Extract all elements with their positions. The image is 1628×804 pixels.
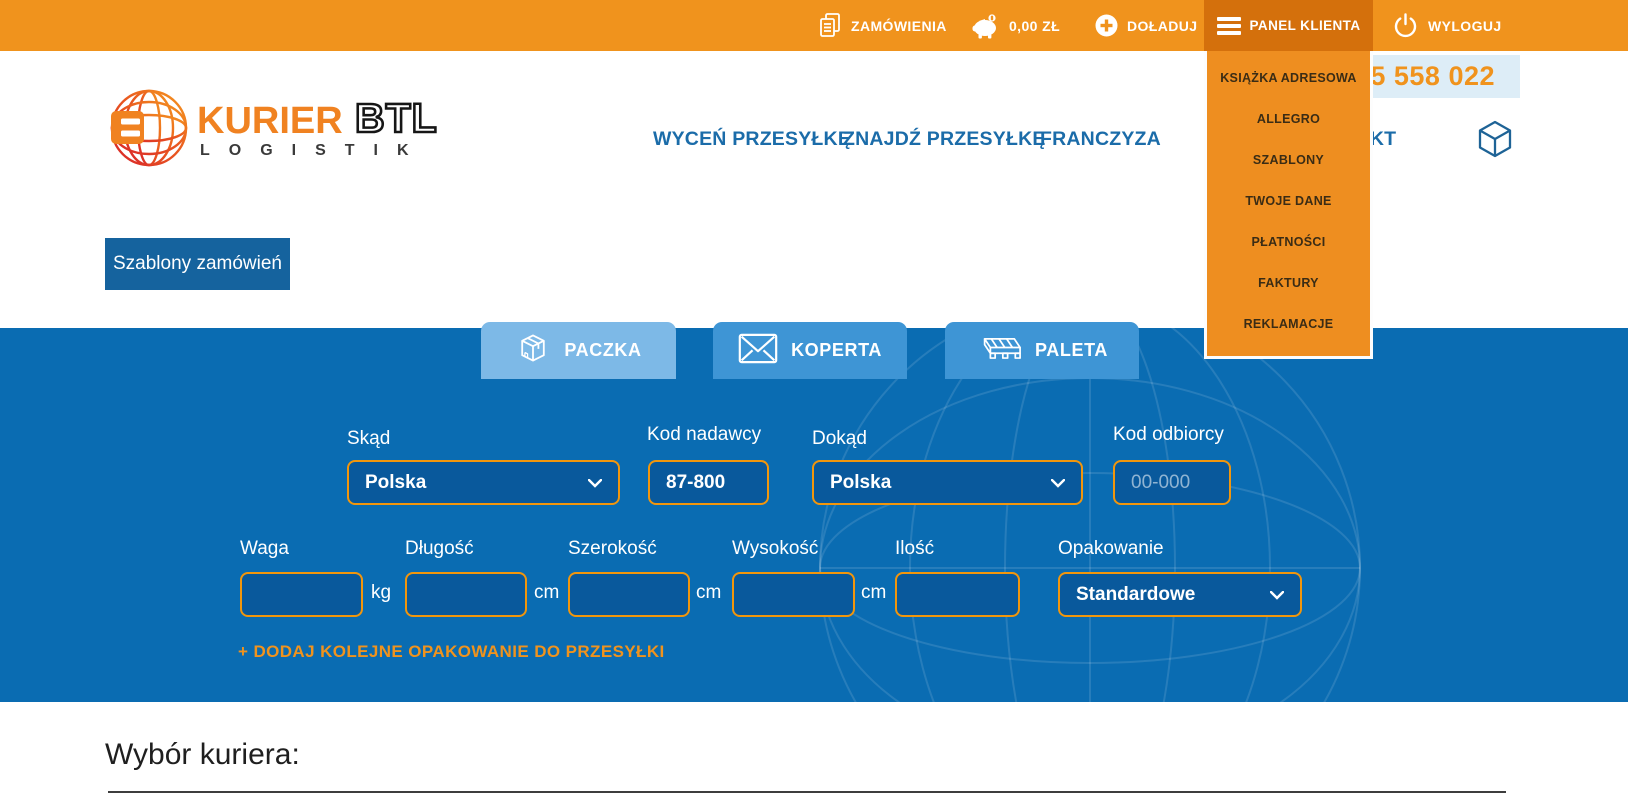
package-icon xyxy=(515,330,551,371)
envelope-icon xyxy=(738,333,778,369)
length-input[interactable] xyxy=(405,572,527,617)
globe-logo-icon xyxy=(109,86,189,175)
tab-koperta[interactable]: KOPERTA xyxy=(713,322,907,379)
menu-item-reklamacje[interactable]: REKLAMACJE xyxy=(1243,316,1334,331)
packaging-select-value: Standardowe xyxy=(1076,583,1196,605)
tab-paczka-label: PACZKA xyxy=(564,340,642,360)
menu-item-ksiazka-adresowa[interactable]: KSIĄŻKA ADRESOWA xyxy=(1220,70,1357,85)
quantity-label: Ilość xyxy=(895,538,935,559)
logo-btl-text: BTL xyxy=(353,94,453,147)
topbar-balance-value: 0,00 ZŁ xyxy=(1009,17,1061,34)
logo-logistik-text: LOGISTIK xyxy=(200,142,428,159)
chevron-down-icon xyxy=(1269,584,1285,606)
nav-franczyza[interactable]: FRANCZYZA xyxy=(1040,128,1161,150)
menu-item-szablony[interactable]: SZABLONY xyxy=(1252,152,1325,167)
header: 5 558 022 xyxy=(0,51,1628,328)
receiver-zip-label: Kod odbiorcy xyxy=(1113,424,1224,445)
plus-circle-icon xyxy=(1095,14,1118,37)
tab-koperta-label: KOPERTA xyxy=(791,340,882,360)
topbar-panel-label: PANEL KLIENTA xyxy=(1249,18,1361,33)
power-icon xyxy=(1392,12,1419,39)
height-label: Wysokość xyxy=(732,538,819,559)
globe-watermark xyxy=(790,328,1390,702)
svg-text:BTL: BTL xyxy=(355,95,438,141)
from-label: Skąd xyxy=(347,428,391,449)
from-select[interactable]: Polska xyxy=(347,460,620,505)
topbar-balance[interactable]: 0,00 ZŁ xyxy=(972,0,1060,51)
width-unit: cm xyxy=(696,582,722,603)
hamburger-icon xyxy=(1216,16,1241,35)
phone-number: 5 558 022 xyxy=(1370,61,1495,91)
chevron-down-icon xyxy=(1050,472,1066,494)
topbar-topup-label: DOŁADUJ xyxy=(1127,17,1198,34)
width-label: Szerokość xyxy=(568,538,657,559)
sender-zip-label: Kod nadawcy xyxy=(647,424,762,445)
nav-znajdz-przesylke[interactable]: ZNAJDŹ PRZESYŁKĘ xyxy=(843,128,1046,150)
receiver-zip-input[interactable] xyxy=(1113,460,1231,505)
quantity-input[interactable] xyxy=(895,572,1020,617)
menu-item-twoje-dane[interactable]: TWOJE DANE xyxy=(1245,193,1332,208)
height-input[interactable] xyxy=(732,572,855,617)
shipment-calculator: PACZKA KOPERTA xyxy=(0,322,1628,702)
piggy-bank-icon xyxy=(972,13,1000,39)
topbar-logout-label: WYLOGUJ xyxy=(1428,17,1502,34)
length-label: Długość xyxy=(405,538,474,559)
tab-paleta-label: PALETA xyxy=(1035,340,1108,360)
weight-label: Waga xyxy=(240,538,289,559)
divider xyxy=(108,791,1506,793)
nav-wycen-przesylke[interactable]: WYCEŃ PRZESYŁKĘ xyxy=(653,128,852,150)
packaging-select[interactable]: Standardowe xyxy=(1058,572,1302,617)
menu-item-platnosci[interactable]: PŁATNOŚCI xyxy=(1251,234,1326,249)
chevron-down-icon xyxy=(587,472,603,494)
to-label: Dokąd xyxy=(812,428,867,449)
documents-icon xyxy=(818,12,842,39)
topbar: ZAMÓWIENIA 0,00 ZŁ xyxy=(0,0,1628,51)
logo[interactable]: KURIER BTL LOGISTIK xyxy=(105,86,455,170)
width-input[interactable] xyxy=(568,572,690,617)
length-unit: cm xyxy=(534,582,560,603)
sender-zip-input[interactable] xyxy=(648,460,769,505)
tab-paczka[interactable]: PACZKA xyxy=(481,322,676,379)
menu-item-faktury[interactable]: FAKTURY xyxy=(1258,275,1319,290)
cube-icon[interactable] xyxy=(1477,120,1513,163)
pallet-icon xyxy=(976,333,1022,368)
courier-choice-title: Wybór kuriera: xyxy=(105,738,300,771)
weight-unit: kg xyxy=(371,582,392,603)
to-select-value: Polska xyxy=(830,471,892,493)
packaging-label: Opakowanie xyxy=(1058,538,1164,559)
topbar-orders-label: ZAMÓWIENIA xyxy=(851,17,947,34)
topbar-logout[interactable]: WYLOGUJ xyxy=(1392,0,1502,51)
add-package-link[interactable]: + DODAJ KOLEJNE OPAKOWANIE DO PRZESYŁKI xyxy=(238,642,665,661)
topbar-panel-klienta[interactable]: PANEL KLIENTA xyxy=(1204,0,1373,51)
panel-klienta-dropdown: KSIĄŻKA ADRESOWA ALLEGRO SZABLONY TWOJE … xyxy=(1204,51,1373,359)
tab-paleta[interactable]: PALETA xyxy=(945,322,1139,379)
logo-kurier-text: KURIER xyxy=(197,100,343,142)
to-select[interactable]: Polska xyxy=(812,460,1083,505)
weight-input[interactable] xyxy=(240,572,363,617)
order-templates-button[interactable]: Szablony zamówień xyxy=(105,238,290,290)
height-unit: cm xyxy=(861,582,887,603)
menu-item-allegro[interactable]: ALLEGRO xyxy=(1256,111,1321,126)
topbar-topup[interactable]: DOŁADUJ xyxy=(1095,0,1197,51)
from-select-value: Polska xyxy=(365,471,427,493)
topbar-orders[interactable]: ZAMÓWIENIA xyxy=(818,0,947,51)
